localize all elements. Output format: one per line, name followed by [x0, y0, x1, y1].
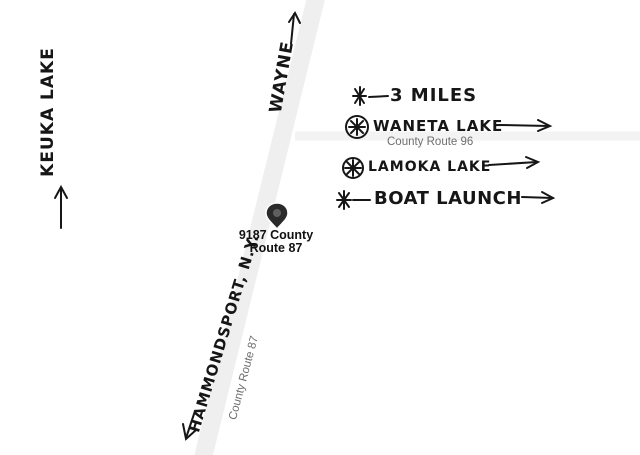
- legend-row-2-text: WANETA LAKE: [373, 117, 504, 135]
- arrow-right-icon: [488, 156, 541, 169]
- location-pin-icon[interactable]: [265, 202, 289, 231]
- label-county-route-96: County Route 96: [387, 136, 474, 148]
- arrow-up-icon: [54, 184, 68, 229]
- pin-address-label: 9187 County Route 87: [228, 229, 324, 255]
- legend-row-1-text: 3 MILES: [390, 85, 478, 106]
- road-county-route-87: [194, 0, 325, 455]
- legend-row-4-text: BOAT LAUNCH: [374, 188, 522, 209]
- star-icon: [352, 86, 367, 106]
- pin-address-line-1: 9187 County: [238, 228, 314, 242]
- pin-address-line-2: Route 87: [249, 241, 303, 255]
- arrow-right-icon: [521, 191, 556, 204]
- legend-dash: [368, 95, 389, 98]
- legend-row-3-text: LAMOKA LAKE: [368, 159, 492, 175]
- label-keuka-lake: KEUKA LAKE: [38, 47, 58, 177]
- arrow-up-icon: [288, 11, 301, 45]
- arrow-down-left-icon: [182, 413, 197, 441]
- arrow-right-icon: [499, 119, 553, 132]
- circled-star-icon: [342, 157, 364, 179]
- star-icon: [336, 190, 352, 210]
- circled-star-icon: [345, 115, 369, 139]
